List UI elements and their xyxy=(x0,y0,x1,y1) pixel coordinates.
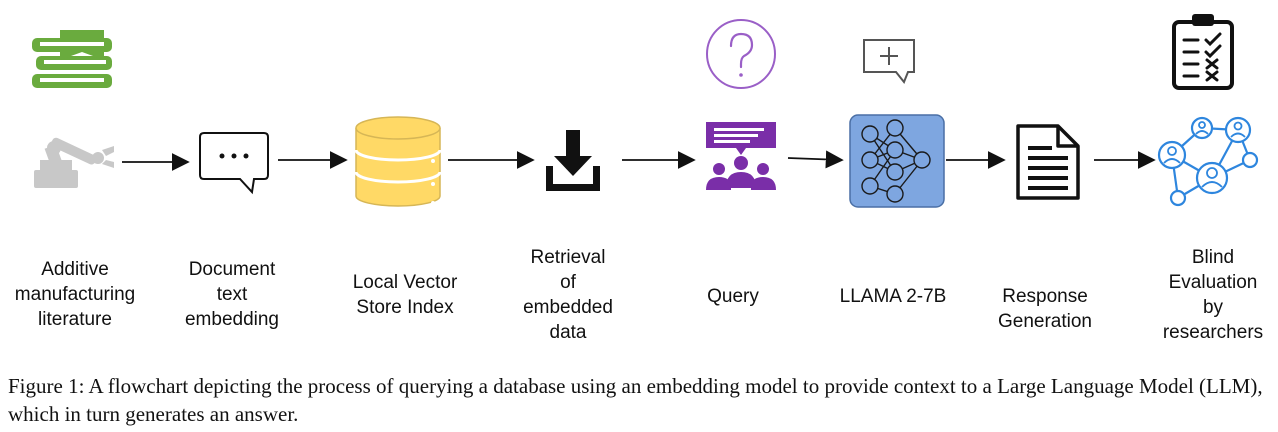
step-label-vector-store: Local Vector Store Index xyxy=(352,272,458,318)
step-label-embedding: Document text embedding xyxy=(184,259,280,330)
download-icon xyxy=(546,130,600,191)
question-icon xyxy=(706,19,776,89)
neural-network-icon xyxy=(849,114,945,208)
database-icon xyxy=(354,116,442,207)
books-icon xyxy=(32,30,112,88)
step-label-literature: Additive manufacturing literature xyxy=(14,259,136,330)
clipboard-checklist-icon xyxy=(1172,14,1234,90)
robot-arm-icon xyxy=(34,137,114,188)
step-label-llama: LLAMA 2-7B xyxy=(839,286,947,307)
step-label-response: Response Generation xyxy=(997,286,1092,332)
figure-caption: Figure 1: A flowchart depicting the proc… xyxy=(8,374,1263,426)
step-label-evaluation: Blind Evaluation by researchers xyxy=(1162,247,1264,343)
flowchart xyxy=(32,14,1259,208)
step-label-retrieval: Retrieval of embedded data xyxy=(523,247,613,343)
people-network-icon xyxy=(1157,116,1259,207)
add-comment-icon xyxy=(863,39,915,84)
arrow-query-to-llama xyxy=(787,150,844,169)
audience-icon xyxy=(706,122,776,190)
chat-bubble-icon xyxy=(199,132,269,195)
document-icon xyxy=(1016,124,1080,200)
step-label-query: Query xyxy=(707,286,759,307)
